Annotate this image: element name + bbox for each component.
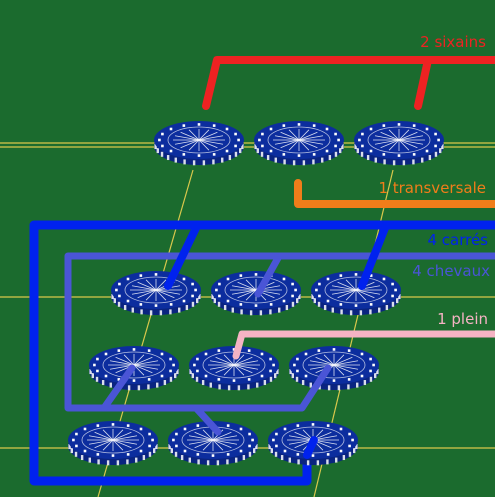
carres-bet-marker: [29, 220, 495, 486]
chevaux-bet-marker: [64, 252, 495, 412]
casino-chip-icon: [168, 421, 258, 466]
chevaux-connector-1: [254, 254, 282, 298]
carres-connector-1: [164, 224, 200, 290]
casino-chip-icon: [154, 121, 244, 166]
casino-chip-icon: [254, 121, 344, 166]
label-chevaux: 4 chevaux: [412, 262, 490, 280]
chevaux-connector-2: [100, 364, 136, 412]
transversale-line: [294, 179, 495, 208]
chevaux-connector-3: [298, 364, 332, 412]
label-carres: 4 carrés: [427, 231, 488, 249]
casino-chip-icon: [111, 271, 201, 316]
plein-line: [232, 330, 495, 360]
label-sixains: 2 sixains: [420, 33, 486, 51]
chevaux-outline: [64, 252, 495, 412]
casino-chip-icon: [289, 346, 379, 391]
carres-connector-3: [303, 436, 318, 459]
sixains-bracket: [202, 56, 495, 110]
casino-chip-icon: [189, 346, 279, 391]
chip-grid: [68, 121, 444, 466]
label-transversale: 1 transversale: [378, 179, 486, 197]
bet-connectors: [100, 56, 495, 459]
carres-outline: [29, 220, 495, 486]
label-plein: 1 plein: [437, 310, 488, 328]
carres-connector-2: [358, 224, 389, 290]
casino-chip-icon: [68, 421, 158, 466]
casino-chip-icon: [354, 121, 444, 166]
bet-labels: 2 sixains 1 transversale 4 carrés 4 chev…: [378, 33, 490, 328]
chevaux-connector-4: [192, 404, 222, 436]
casino-chip-icon: [311, 271, 401, 316]
